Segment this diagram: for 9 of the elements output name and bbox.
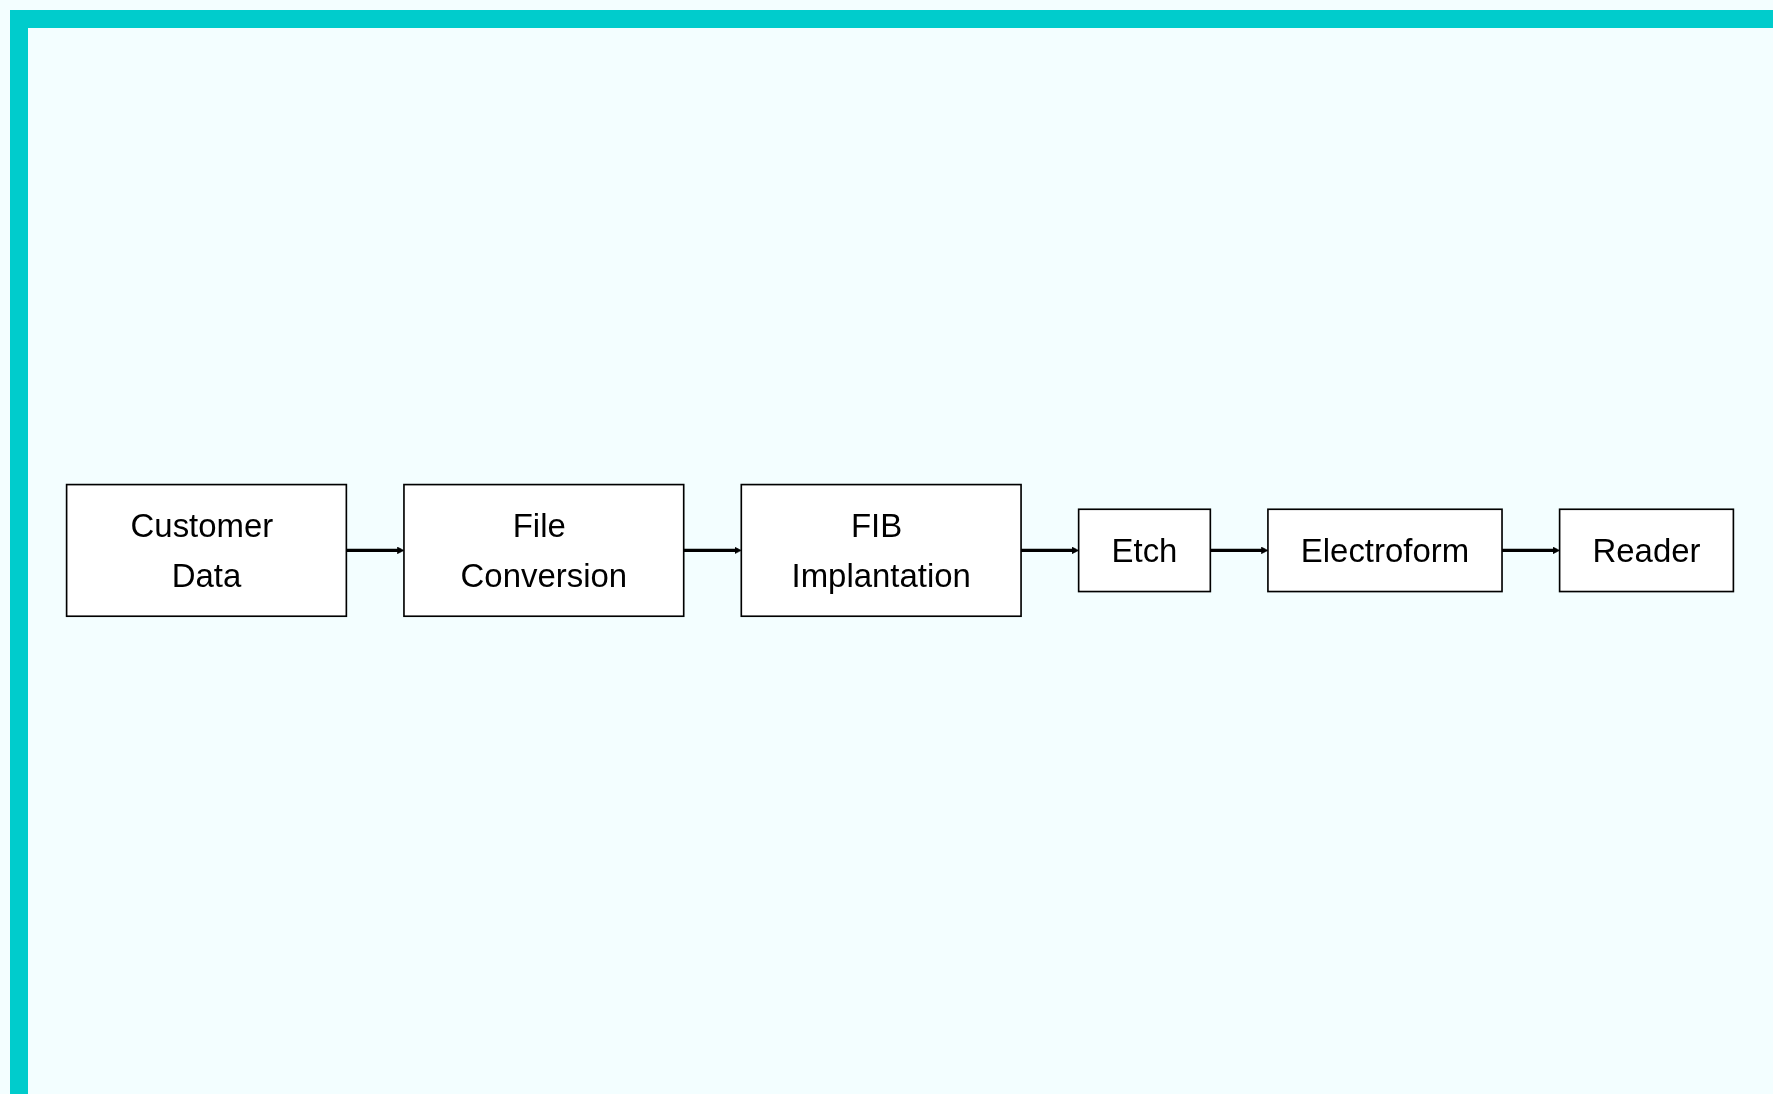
arrow [1021,546,1079,554]
node-box: Etch [1077,508,1212,592]
node-box: Customer Data [65,483,348,617]
node-box: FIB Implantation [740,483,1022,617]
arrow [1502,546,1560,554]
node-box: Reader [1558,508,1735,592]
node-box: Electroform [1267,508,1503,592]
arrow [683,546,742,554]
node-box: File Conversion [403,483,685,617]
